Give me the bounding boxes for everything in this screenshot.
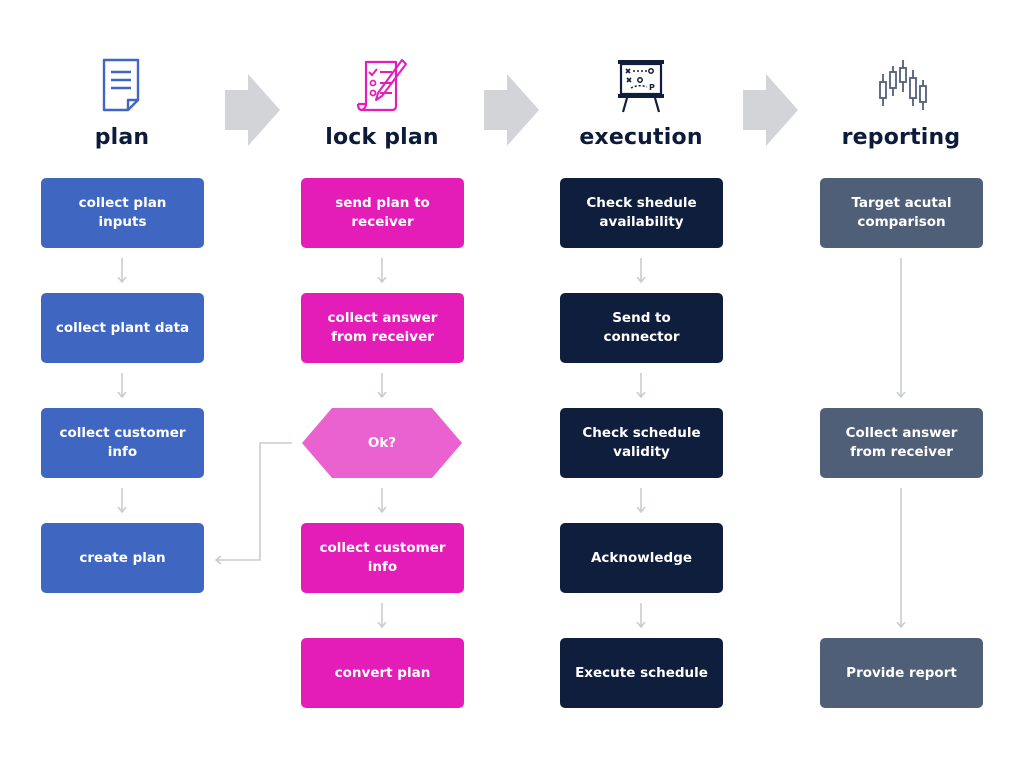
step-collect-plant-data[interactable]: collect plant data <box>41 293 204 363</box>
step-check-schedule-validity[interactable]: Check schedule validity <box>560 408 723 478</box>
candlestick-chart-icon <box>879 60 927 110</box>
step-check-shedule-availability[interactable]: Check shedule availability <box>560 178 723 248</box>
decision-shape <box>302 408 462 478</box>
step-collect-answer-from-receiver[interactable]: collect answer from receiver <box>301 293 464 363</box>
step-collect-customer-info[interactable]: collect customer info <box>41 408 204 478</box>
document-icon <box>102 58 140 112</box>
phase-title-reporting: reporting <box>841 125 961 150</box>
checklist-icon <box>356 59 407 112</box>
step-execute-schedule[interactable]: Execute schedule <box>560 638 723 708</box>
step-collect-customer-info[interactable]: collect customer info <box>301 523 464 593</box>
phase-arrow-3 <box>743 74 798 146</box>
decision-label: Ok? <box>367 435 397 451</box>
step-create-plan[interactable]: create plan <box>41 523 204 593</box>
step-send-plan-to-receiver[interactable]: send plan to receiver <box>301 178 464 248</box>
whiteboard-icon: P <box>618 60 664 113</box>
step-convert-plan[interactable]: convert plan <box>301 638 464 708</box>
step-provide-report[interactable]: Provide report <box>820 638 983 708</box>
phase-title-execution: execution <box>579 125 703 150</box>
step-send-to-connector[interactable]: Send to connector <box>560 293 723 363</box>
step-target-acutal-comparison[interactable]: Target acutal comparison <box>820 178 983 248</box>
phase-title-lock-plan: lock plan <box>325 125 439 150</box>
svg-text:P: P <box>649 83 655 92</box>
step-collect-answer-from-receiver[interactable]: Collect answer from receiver <box>820 408 983 478</box>
phase-arrow-1 <box>225 74 280 146</box>
step-collect-plan-inputs[interactable]: collect plan inputs <box>41 178 204 248</box>
decision-loop-connector <box>216 442 292 560</box>
phase-arrow-2 <box>484 74 539 146</box>
phase-title-plan: plan <box>94 125 150 150</box>
step-acknowledge[interactable]: Acknowledge <box>560 523 723 593</box>
decision-ok[interactable]: Ok? <box>302 408 462 478</box>
